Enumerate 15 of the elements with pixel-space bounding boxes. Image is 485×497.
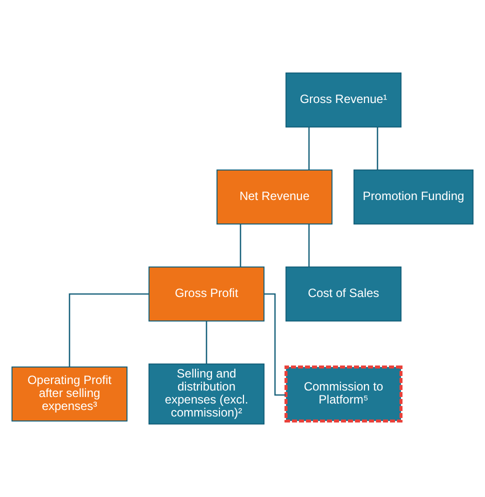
node-box: Promotion Funding	[354, 170, 474, 224]
node-box: Operating Profit after selling expenses³	[12, 366, 128, 422]
connector	[240, 224, 242, 267]
connector	[308, 224, 310, 267]
connector	[376, 127, 378, 170]
connector	[308, 127, 310, 170]
node-box: Cost of Sales	[286, 266, 402, 322]
connector	[264, 293, 286, 396]
connector	[206, 321, 208, 364]
connector	[68, 293, 149, 367]
node-box: Gross Profit	[148, 266, 264, 322]
node-box: Commission to Platform⁵	[284, 366, 402, 422]
node-box: Selling and distribution expenses (excl. commission)²	[148, 364, 264, 424]
node-box: Gross Revenue¹	[286, 72, 402, 128]
node-box: Net Revenue	[216, 170, 332, 224]
